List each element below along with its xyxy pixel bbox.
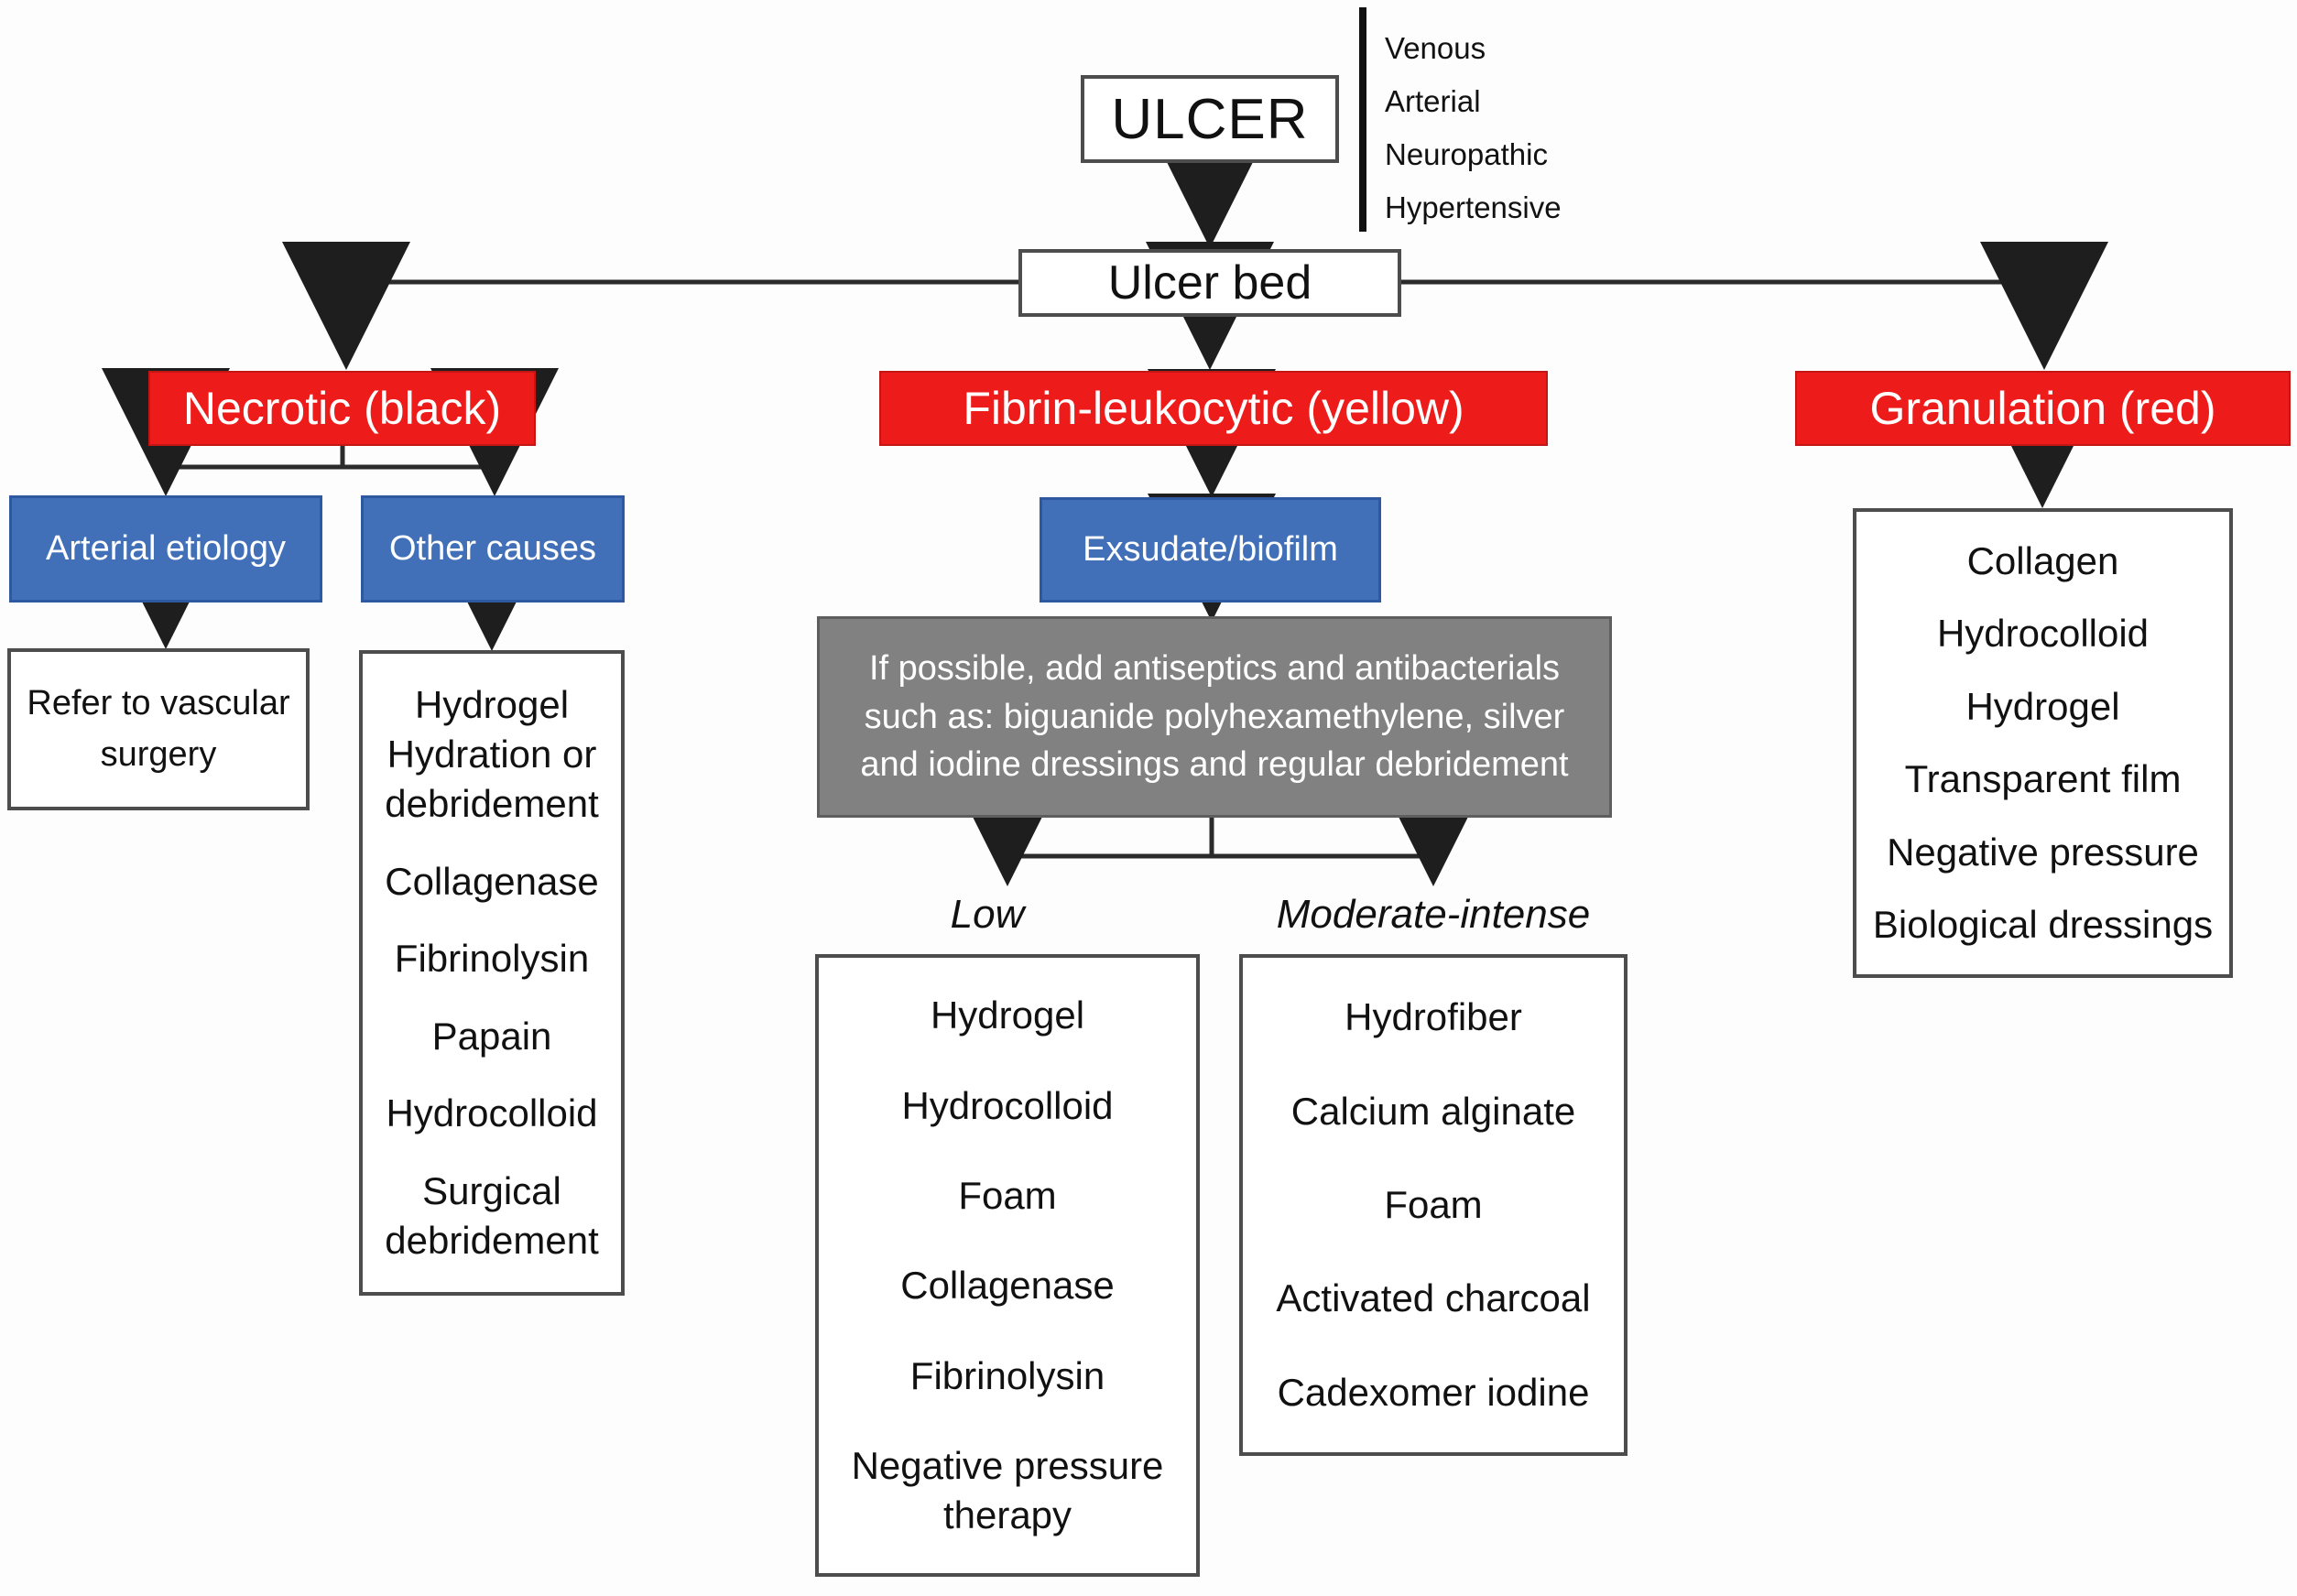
list-item: Collagenase [900,1264,1115,1308]
list-item: Hydrogel [1965,684,2120,728]
list-item: Collagen [1966,538,2119,582]
list-item: Cadexomer iodine [1277,1370,1590,1414]
etiology-item-hypertensive: Hypertensive [1385,190,1562,224]
ulcer-bed-node: Ulcer bed [1018,249,1401,317]
list-item: Papain [431,1014,552,1058]
low-exudate-treatment-list: Hydrogel Hydrocolloid Foam Collagenase F… [815,954,1200,1577]
etiology-item-venous: Venous [1385,31,1486,65]
antiseptics-note: If possible, add antiseptics and antibac… [817,616,1612,818]
list-item: Biological dressings [1872,903,2214,947]
other-causes-treatment-list: Hydrogel Hydration or debridement Collag… [359,650,625,1296]
arterial-etiology-node: Arterial etiology [9,495,322,603]
ulcer-etiology-list: Venous Arterial Neuropathic Hypertensive [1385,22,1562,234]
other-causes-node: Other causes [361,495,625,603]
etiology-item-arterial: Arterial [1385,84,1481,118]
list-item: Hydrogel Hydration or debridement [385,683,599,825]
list-item: Hydrofiber [1344,995,1522,1039]
list-item: Calcium alginate [1290,1089,1576,1133]
list-item: Fibrinolysin [909,1353,1105,1397]
refer-vascular-surgery-node: Refer to vascular surgery [7,648,310,810]
list-item: Hydrocolloid [901,1083,1114,1127]
list-item: Activated charcoal [1276,1276,1591,1320]
low-exudate-label: Low [950,892,1025,937]
list-item: Hydrocolloid [1936,612,2150,656]
list-item: Foam [958,1174,1057,1218]
granulation-node: Granulation (red) [1795,371,2291,446]
fibrin-leukocytic-node: Fibrin-leukocytic (yellow) [879,371,1548,446]
etiology-item-neuropathic: Neuropathic [1385,137,1548,171]
moderate-exudate-treatment-list: Hydrofiber Calcium alginate Foam Activat… [1239,954,1627,1456]
list-item: Surgical debridement [385,1169,599,1262]
list-item: Foam [1384,1183,1483,1227]
list-item: Negative pressure therapy [851,1444,1164,1536]
granulation-treatment-list: Collagen Hydrocolloid Hydrogel Transpare… [1853,508,2233,978]
list-item: Fibrinolysin [394,937,590,981]
list-item: Collagenase [385,859,599,903]
list-item: Negative pressure [1887,830,2199,874]
ulcer-node: ULCER [1081,75,1339,163]
list-item: Transparent film [1904,757,2182,801]
list-item: Hydrogel [930,993,1085,1037]
list-item: Hydrocolloid [386,1091,598,1135]
necrotic-node: Necrotic (black) [148,371,536,446]
moderate-intense-exudate-label: Moderate-intense [1276,892,1591,937]
exsudate-biofilm-node: Exsudate/biofilm [1040,497,1381,603]
